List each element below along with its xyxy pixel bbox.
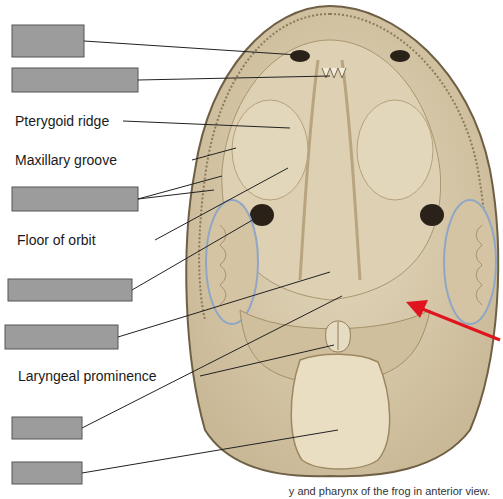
part-label: Floor of orbit bbox=[17, 232, 96, 248]
part-label: Maxillary groove bbox=[15, 152, 117, 168]
figure-caption: y and pharynx of the frog in anterior vi… bbox=[289, 485, 490, 497]
part-label: Pterygoid ridge bbox=[15, 113, 109, 129]
part-label: Laryngeal prominence bbox=[18, 368, 157, 384]
